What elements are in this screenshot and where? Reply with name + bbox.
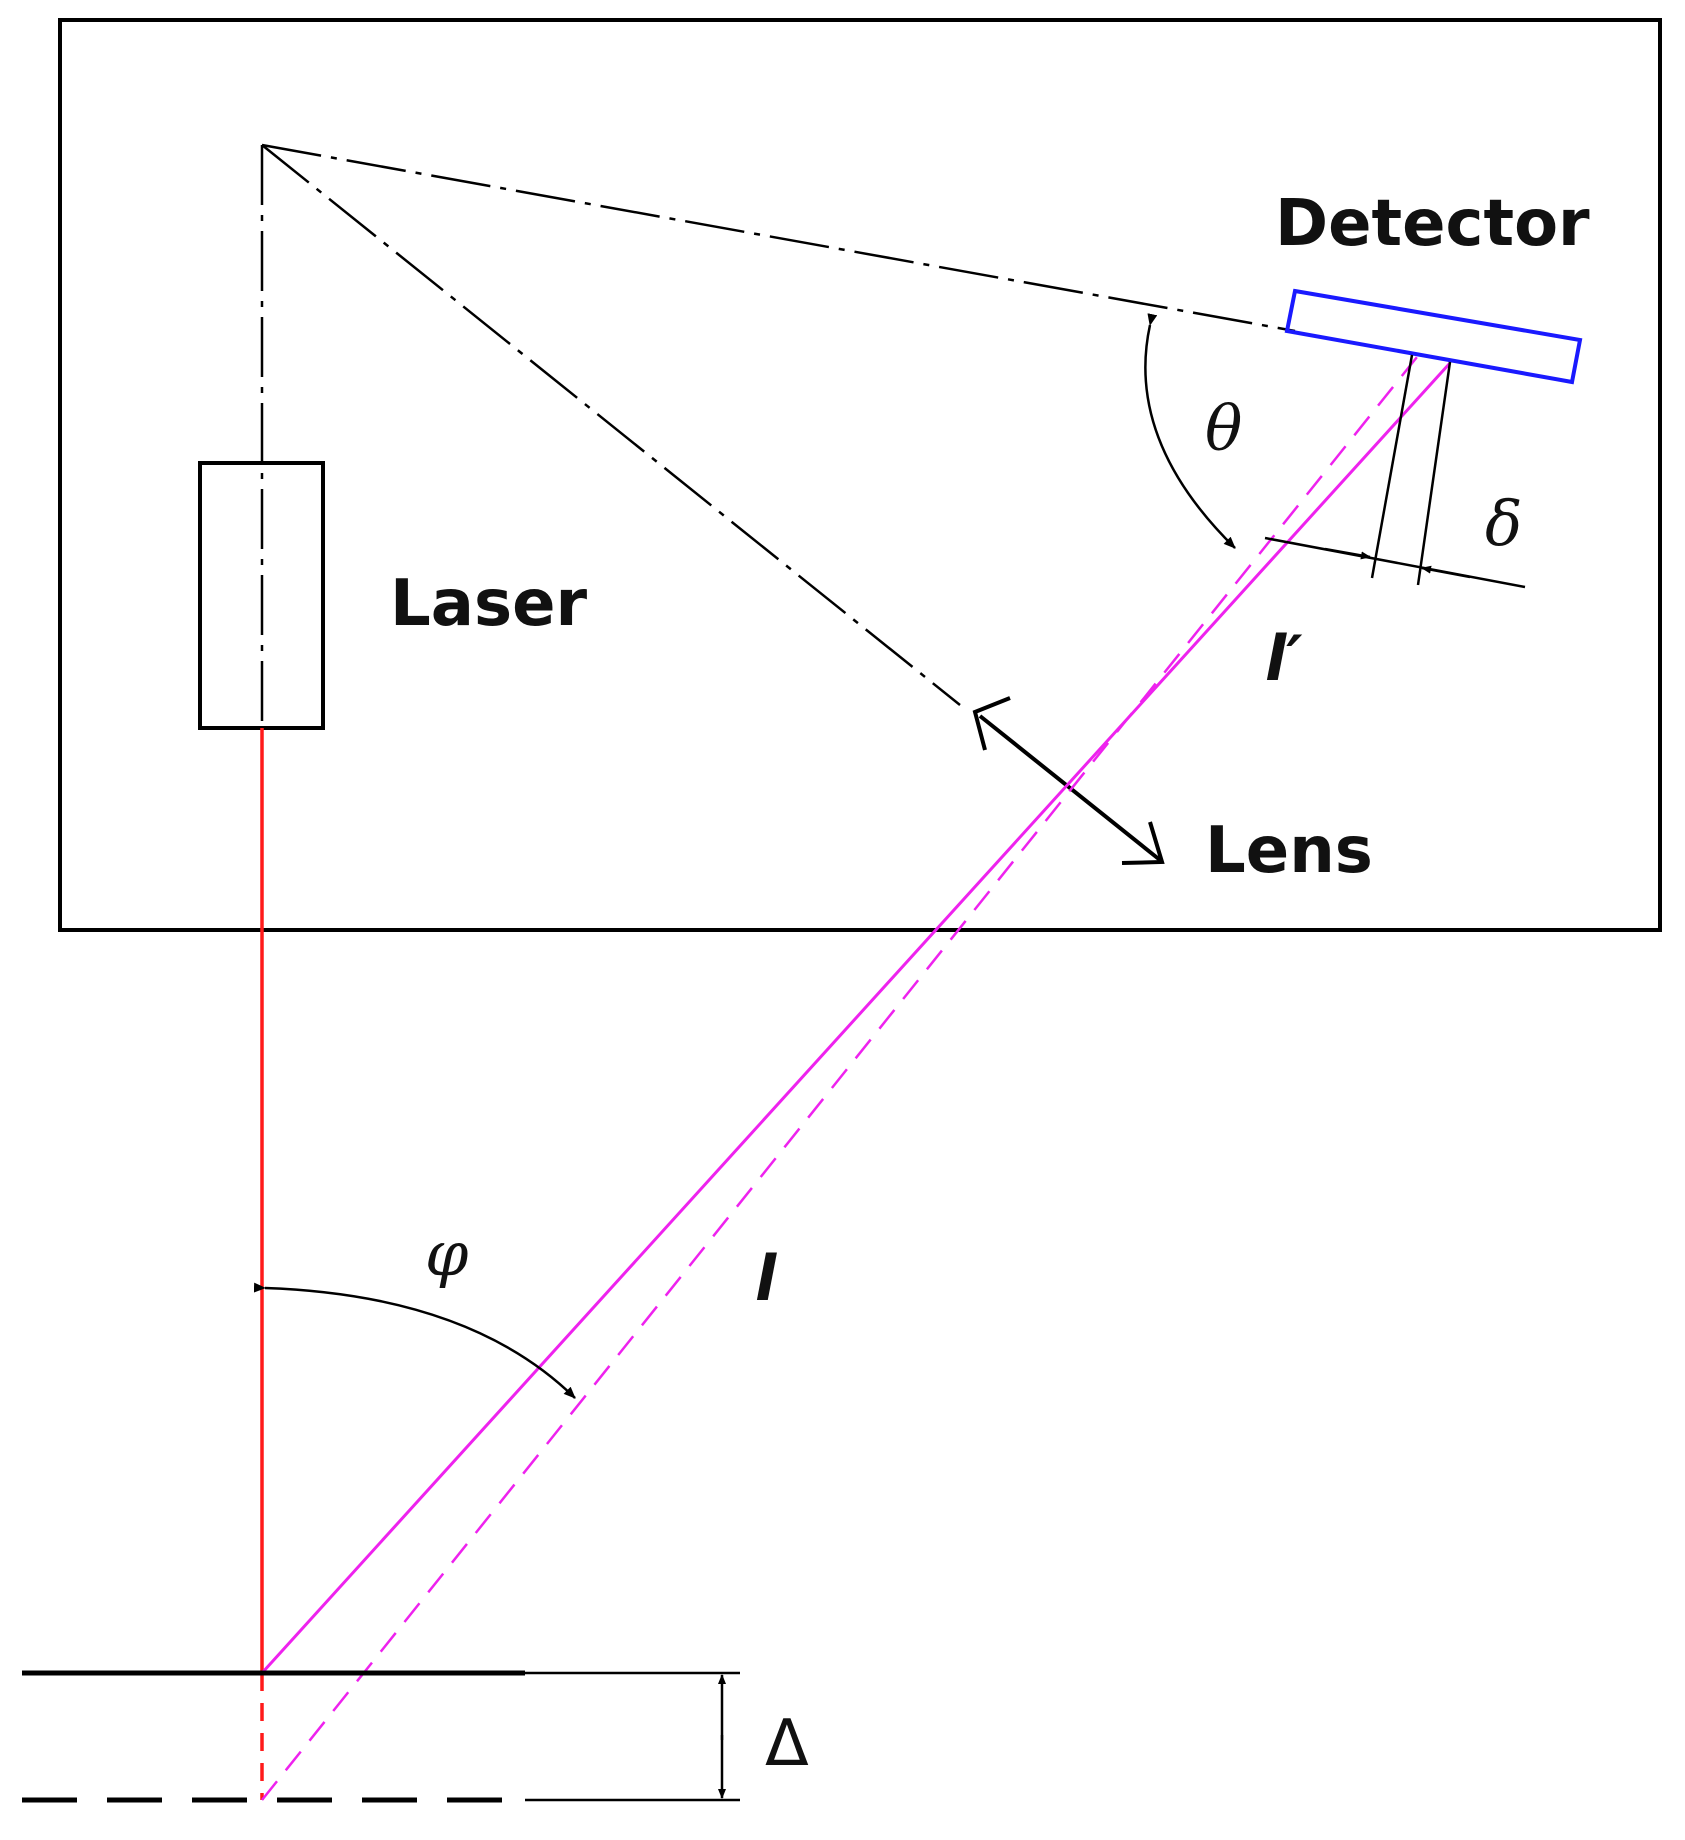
phi-label: φ bbox=[425, 1217, 469, 1290]
lens-axis-line bbox=[261, 144, 961, 706]
phi-arc bbox=[253, 1282, 576, 1399]
l-prime-label: l′ bbox=[1265, 622, 1303, 695]
lens-arrowhead-top bbox=[972, 696, 1011, 751]
sensor-housing-frame bbox=[58, 18, 1662, 932]
delta-arrow-right bbox=[1421, 565, 1471, 579]
detector-element bbox=[1284, 288, 1583, 385]
detector-spot-line-2 bbox=[1416, 361, 1452, 586]
delta-small-label: δ bbox=[1485, 487, 1522, 560]
laser-label: Laser bbox=[390, 567, 587, 641]
l-label: l bbox=[755, 1242, 777, 1315]
theta-arc bbox=[1144, 313, 1236, 549]
delta-cap-label: Δ bbox=[765, 1707, 809, 1781]
reflected-beam-displaced bbox=[261, 356, 1418, 1801]
delta-dimension-line bbox=[1264, 536, 1526, 589]
delta-arrow-left bbox=[1324, 547, 1371, 560]
reflected-beam bbox=[260, 361, 1452, 1675]
lens-label: Lens bbox=[1205, 814, 1373, 888]
detector-label: Detector bbox=[1275, 187, 1590, 261]
lens-symbol bbox=[978, 714, 1162, 862]
lens-arrowhead-bottom bbox=[1121, 821, 1165, 865]
detector-spot-line-1 bbox=[1370, 354, 1414, 579]
detector-reference-line bbox=[261, 143, 1296, 333]
theta-label: θ bbox=[1205, 392, 1242, 465]
